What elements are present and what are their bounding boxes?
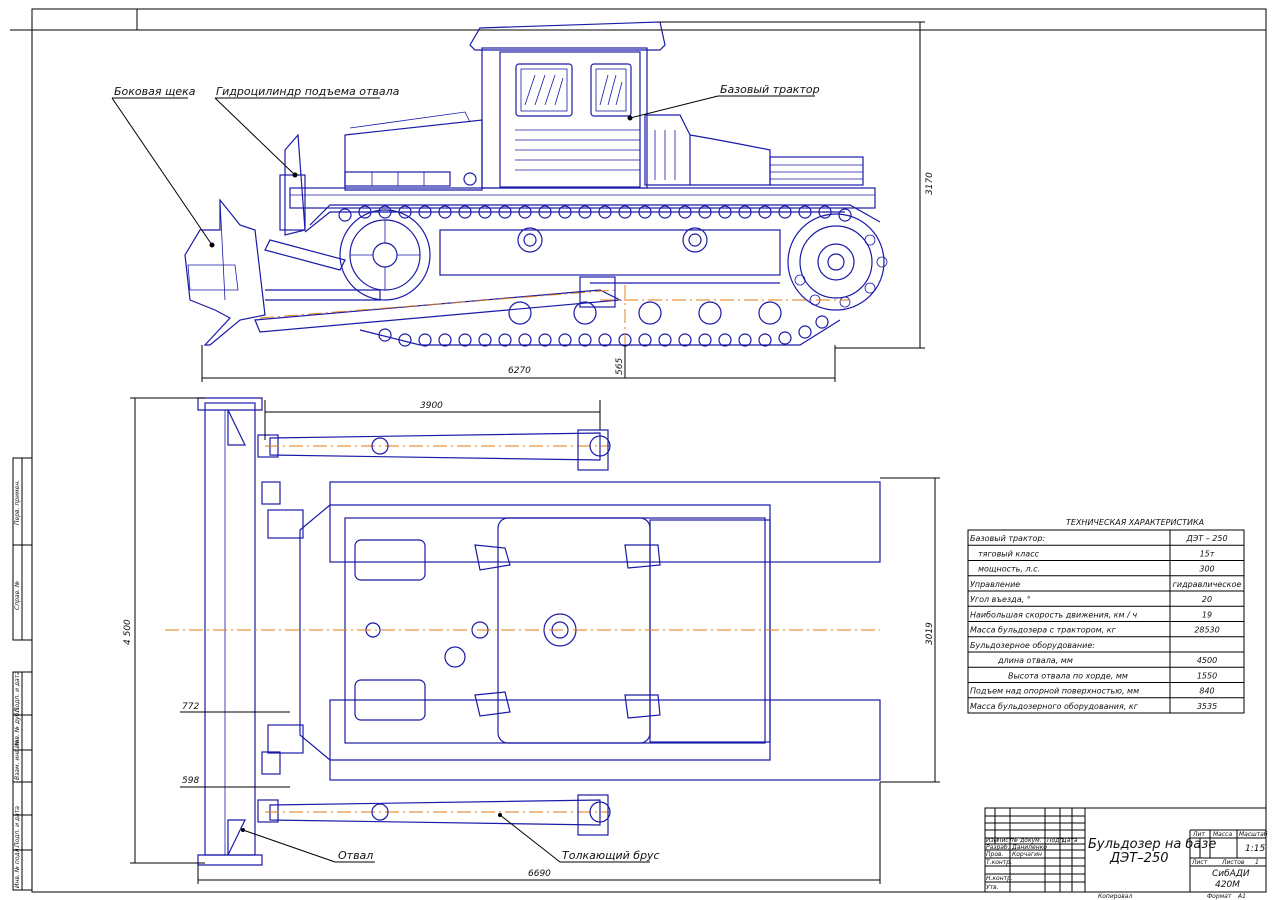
dim-side-length: 6270 — [508, 366, 531, 376]
tech-row-value: 3535 — [1197, 702, 1217, 711]
track-rollers — [508, 301, 782, 325]
sidebar-text-4: Инв. № дубл. — [14, 707, 21, 748]
blade-side — [184, 198, 266, 346]
stamp-author1: Даниленко — [1011, 844, 1047, 851]
stamp-author2: Корчагин — [1012, 851, 1042, 858]
stamp-sheet: Лист — [1191, 859, 1208, 866]
tech-row-value: 20 — [1202, 595, 1212, 604]
tech-row-name: Базовый трактор: — [970, 534, 1045, 543]
stamp-format: Формат — [1207, 893, 1232, 900]
tech-row-name: Высота отвала по хорде, мм — [1008, 671, 1128, 680]
stamp-razrab: Разраб. — [986, 844, 1010, 851]
stamp-utv: Утв. — [986, 884, 999, 891]
tech-row-name: длина отвала, мм — [997, 656, 1073, 665]
tech-row-name: Масса бульдозерного оборудования, кг — [970, 702, 1139, 711]
stamp-title-1: Бульдозер на базе — [1088, 837, 1216, 852]
sidebar-text-2: Справ. № — [14, 581, 21, 610]
tech-title: ТЕХНИЧЕСКАЯ ХАРАКТЕРИСТИКА — [1066, 518, 1204, 527]
stamp-copied: Копировал — [1098, 893, 1132, 900]
tech-row-value: 4500 — [1197, 656, 1217, 665]
tech-row-name: Бульдозерное оборудование: — [970, 641, 1095, 650]
tech-table: Базовый трактор: ДЭТ – 250 тяговый класс 15… — [967, 529, 1245, 714]
stamp-format-val: А1 — [1237, 893, 1246, 900]
label-base-tractor: Базовый трактор — [720, 83, 820, 96]
top-left-box — [31, 8, 138, 31]
tech-row-name: Наибольшая скорость движения, км / ч — [970, 610, 1137, 619]
dim-top-length: 6690 — [528, 869, 551, 879]
sidebar-text-6: Подп. и дата — [14, 806, 21, 847]
stamp-col-date: Дата — [1061, 837, 1078, 844]
top-view — [130, 397, 940, 884]
left-sidebar: Перв. примен. Справ. № Подп. и дата Инв.… — [12, 457, 33, 891]
dim-top-772: 772 — [182, 702, 199, 712]
stamp-org1: СибАДИ — [1212, 869, 1250, 879]
stamp-sheets: Листов — [1221, 859, 1245, 866]
tech-row-value: 28530 — [1194, 626, 1219, 635]
side-labels — [111, 95, 815, 246]
label-push-beam: Толкающий брус — [562, 849, 660, 862]
front-idler — [339, 209, 431, 301]
tech-row-value: 300 — [1199, 565, 1214, 574]
stamp-scale: 1:15 — [1245, 844, 1265, 854]
stamp-col-scale: Масштаб — [1239, 831, 1268, 838]
stamp-col-lit: Лит — [1192, 831, 1205, 838]
tech-row-value: 15т — [1200, 549, 1215, 558]
dim-side-height: 3170 — [925, 172, 935, 195]
tech-row-name: Угол въезда, ° — [970, 595, 1031, 604]
label-hydro-cylinder: Гидроцилиндр подъема отвала — [216, 85, 400, 98]
title-block — [984, 807, 1267, 893]
dim-top-width: 4 500 — [123, 619, 133, 645]
sidebar-text-1: Перв. примен. — [14, 480, 21, 525]
sheet-frame — [31, 8, 1267, 893]
tech-row-value: 1550 — [1197, 671, 1217, 680]
stamp-org2: 420М — [1215, 880, 1240, 890]
stamp-nkontr: Н.контр. — [986, 875, 1013, 882]
stamp-prov: Пров. — [986, 851, 1004, 858]
tech-row-value: ДЭТ – 250 — [1185, 534, 1227, 543]
tech-row-name: Управление — [970, 580, 1020, 589]
tech-row-name: Масса бульдозера с трактором, кг — [970, 626, 1117, 635]
side-view — [184, 21, 925, 382]
track-lower — [378, 315, 829, 347]
stamp-col-doc: № докум. — [1011, 837, 1042, 844]
top-labels — [241, 813, 650, 863]
dim-top-3900: 3900 — [420, 401, 443, 411]
dim-top-3019: 3019 — [925, 622, 935, 645]
tech-row-name: мощность, л.с. — [978, 565, 1040, 574]
stamp-sheets-count: 1 — [1255, 859, 1259, 866]
tech-row-value: гидравлическое — [1173, 580, 1242, 589]
stamp-tkontr: Т.контр. — [986, 859, 1012, 866]
stamp-title-2: ДЭТ–250 — [1109, 851, 1169, 866]
stamp-col-mass: Масса — [1213, 831, 1232, 838]
label-side-cheek: Боковая щека — [114, 85, 196, 98]
stamp-col-sign: Подп. — [1047, 837, 1065, 844]
tech-row-name: Подъем над опорной поверхностью, мм — [970, 687, 1139, 696]
sidebar-text-3: Подп. и дата — [14, 671, 21, 712]
dim-top-598: 598 — [182, 776, 199, 786]
dim-side-depth: 565 — [615, 358, 625, 375]
stamp-col-list: Лист — [996, 837, 1013, 844]
label-blade: Отвал — [338, 849, 373, 862]
tech-row-value: 19 — [1202, 610, 1212, 619]
stamp-col-izm: Изм — [986, 837, 999, 844]
sidebar-text-5: Взам. инв. № — [14, 739, 21, 780]
tech-row-name: тяговый класс — [978, 549, 1040, 558]
sidebar-text-7: Инв. № подл. — [14, 847, 21, 888]
tech-row-value: 840 — [1199, 687, 1214, 696]
rear-sprocket — [787, 213, 885, 311]
track-upper — [338, 205, 852, 222]
